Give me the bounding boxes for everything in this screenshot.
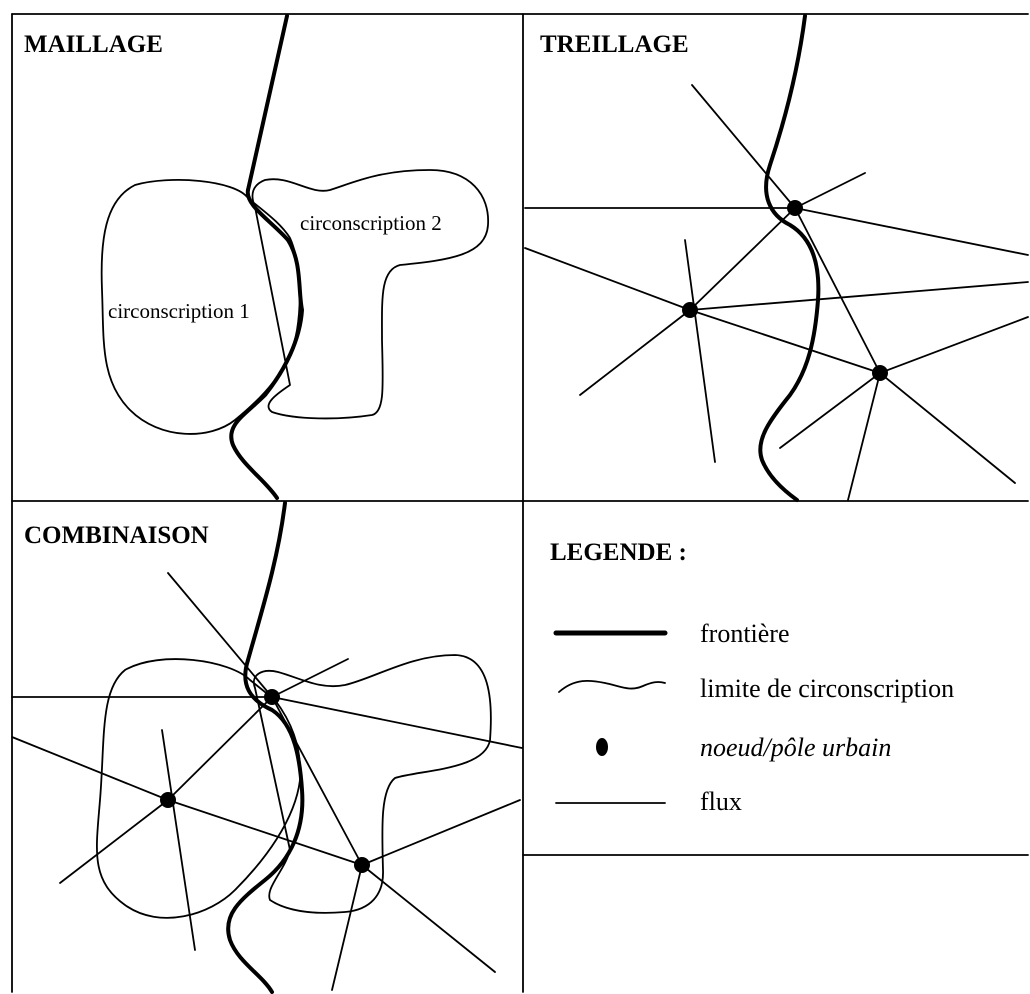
legend-label-noeud: noeud/pôle urbain: [700, 733, 891, 762]
flux-line: [689, 281, 1029, 311]
maillage-frontier-top: [246, 14, 289, 192]
flux-line: [11, 736, 169, 801]
combinaison-node: [264, 689, 280, 705]
flux-line: [161, 729, 196, 951]
combinaison-flux-lines: [11, 572, 523, 991]
treillage-flux-lines: [524, 84, 1029, 501]
flux-line: [879, 372, 1016, 484]
treillage-frontier: [758, 14, 821, 502]
maillage-circonscription-2-outline: [251, 169, 489, 420]
flux-line: [59, 799, 169, 884]
maillage-label-circonscription-1: circonscription 1: [108, 299, 250, 323]
flux-line: [689, 309, 881, 374]
flux-line: [331, 864, 363, 991]
combinaison-node: [354, 857, 370, 873]
flux-line: [271, 658, 349, 698]
flux-line: [167, 696, 273, 801]
treillage-node: [682, 302, 698, 318]
legend-node-symbol: [596, 738, 608, 756]
flux-line: [579, 309, 691, 396]
flux-line: [361, 864, 496, 973]
flux-line: [271, 696, 523, 749]
legend-circonscription-symbol: [558, 679, 666, 693]
flux-line: [779, 372, 881, 449]
flux-line: [689, 207, 796, 311]
flux-line: [361, 799, 521, 866]
flux-line: [684, 239, 716, 463]
maillage-frontier: [229, 188, 304, 500]
flux-line: [691, 84, 796, 209]
flux-line: [167, 799, 363, 866]
flux-line: [794, 207, 881, 374]
flux-line: [271, 696, 363, 866]
treillage-title: TREILLAGE: [540, 31, 689, 58]
legend-label-flux: flux: [700, 787, 742, 816]
legend-label-frontiere: frontière: [700, 619, 790, 648]
combinaison-title: COMBINAISON: [24, 522, 209, 549]
flux-line: [524, 247, 691, 311]
panel-treillage: TREILLAGE: [524, 14, 1029, 502]
flux-line: [167, 572, 273, 698]
maillage-label-circonscription-2: circonscription 2: [300, 211, 442, 235]
treillage-node: [872, 365, 888, 381]
combinaison-node: [160, 792, 176, 808]
treillage-node: [787, 200, 803, 216]
combinaison-circonscription-2-outline: [252, 654, 492, 914]
flux-line: [847, 372, 881, 501]
combinaison-frontier: [226, 501, 305, 994]
flux-line: [794, 207, 1029, 256]
maillage-title: MAILLAGE: [24, 31, 163, 58]
panel-maillage: MAILLAGE circonscription 2 circonscripti…: [24, 14, 489, 500]
panel-combinaison: COMBINAISON: [11, 501, 523, 994]
flux-line: [879, 316, 1029, 374]
flux-line: [794, 172, 866, 209]
panel-grid: [11, 13, 1029, 993]
legend-label-limite: limite de circonscription: [700, 674, 954, 703]
legende-title: LEGENDE :: [550, 539, 687, 566]
panel-legende: LEGENDE : frontière limite de circonscri…: [550, 539, 954, 816]
